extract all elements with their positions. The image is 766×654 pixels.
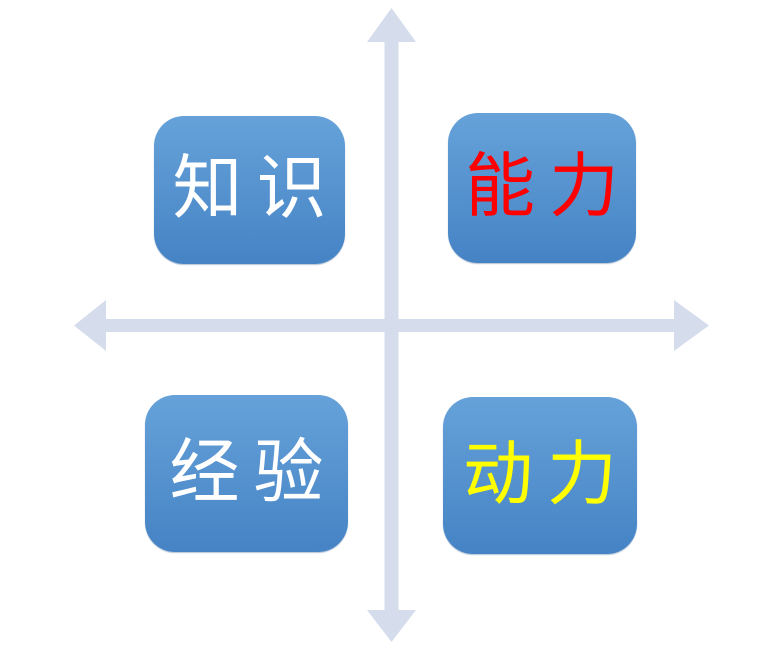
quadrant-label-experience: 经验 bbox=[169, 434, 338, 512]
quadrant-label-motivation: 动力 bbox=[463, 436, 631, 514]
quadrant-box-knowledge: 知识 bbox=[154, 116, 345, 264]
horizontal-axis-arrow-icon bbox=[74, 300, 709, 351]
quadrant-label-ability: 能力 bbox=[465, 149, 633, 226]
quadrant-label-knowledge: 知识 bbox=[172, 151, 341, 228]
quadrant-box-ability: 能力 bbox=[448, 113, 636, 263]
quadrant-box-experience: 经验 bbox=[145, 395, 348, 552]
quadrant-box-motivation: 动力 bbox=[443, 397, 637, 554]
